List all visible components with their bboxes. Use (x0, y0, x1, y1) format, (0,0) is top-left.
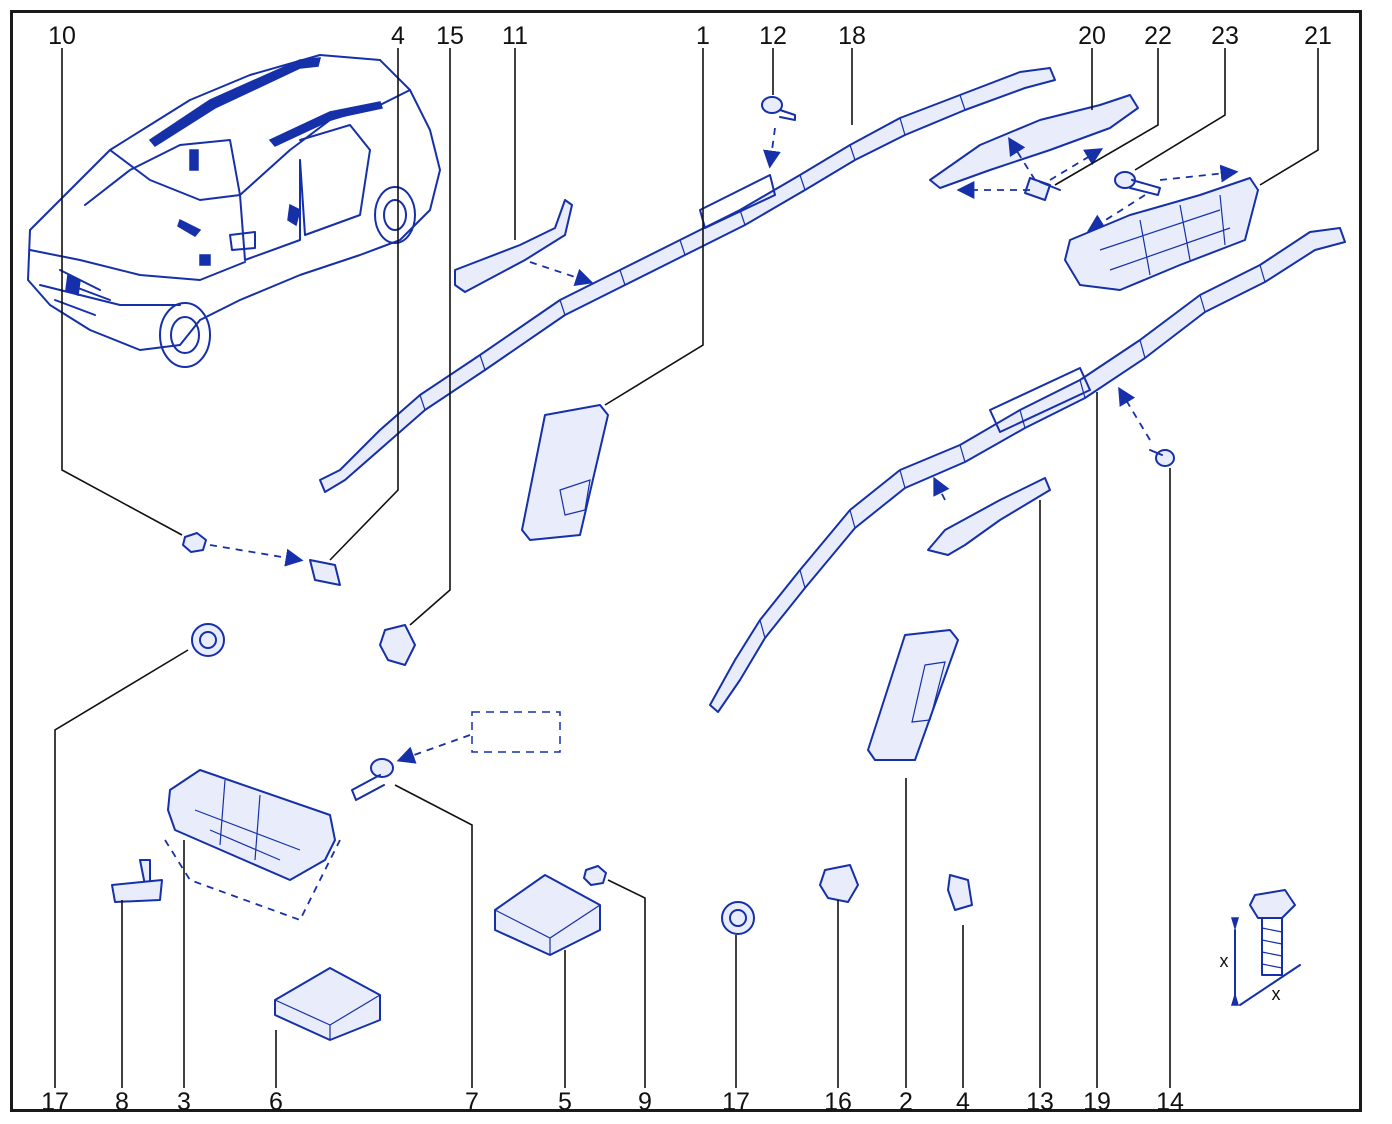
callout-17-right: 17 (722, 1088, 750, 1116)
bracket-13 (927, 477, 1051, 556)
callout-4-bottom: 4 (956, 1088, 970, 1116)
callout-19: 19 (1083, 1088, 1111, 1116)
bracket-11 (454, 199, 573, 293)
callout-9: 9 (638, 1088, 652, 1116)
callout-7: 7 (465, 1088, 479, 1116)
bolt-detail (1230, 889, 1301, 1006)
callout-11: 11 (502, 22, 528, 50)
callout-23: 23 (1211, 22, 1239, 50)
callout-14: 14 (1156, 1088, 1184, 1116)
callout-2: 2 (899, 1088, 913, 1116)
dimension-x-diagonal: x (1271, 984, 1281, 1004)
callout-5: 5 (558, 1088, 572, 1116)
sensor-4-bottom (947, 874, 973, 911)
callout-6: 6 (269, 1088, 283, 1116)
nut-9 (583, 865, 607, 886)
callout-4-top: 4 (391, 22, 405, 50)
passenger-airbag-3 (164, 769, 341, 922)
diagram-frame (10, 10, 1362, 1112)
callout-17-left: 17 (41, 1088, 69, 1116)
clip-17-bottom (721, 901, 755, 935)
callout-8: 8 (115, 1088, 129, 1116)
callout-16: 16 (824, 1088, 852, 1116)
callout-20: 20 (1078, 22, 1106, 50)
screw-14 (1149, 449, 1175, 467)
callout-10: 10 (48, 22, 76, 50)
leader-lines (54, 48, 1319, 1088)
sensor-4-top (309, 559, 341, 586)
callout-18: 18 (838, 22, 866, 50)
dimension-x-vertical: x (1219, 951, 1229, 971)
mounting-area-box (471, 711, 561, 753)
curtain-airbag-left (319, 67, 1056, 493)
vehicle-illustration (27, 54, 441, 368)
clip-17-top (191, 623, 225, 657)
side-airbag-1 (521, 404, 609, 541)
bracket-20 (929, 94, 1139, 189)
nut-10 (182, 532, 207, 553)
bolt-23 (1114, 171, 1161, 196)
callout-15: 15 (436, 22, 464, 50)
callout-21: 21 (1304, 22, 1332, 50)
callout-13: 13 (1026, 1088, 1054, 1116)
connector-15 (379, 624, 416, 666)
callout-12: 12 (759, 22, 787, 50)
callout-3: 3 (177, 1088, 191, 1116)
screw-12 (761, 96, 796, 121)
callout-22: 22 (1144, 22, 1172, 50)
airbag-ecu-6 (274, 967, 381, 1041)
callout-1: 1 (696, 22, 710, 50)
airbag-ecu-5 (494, 874, 601, 956)
bolt-22 (1024, 177, 1061, 201)
side-airbag-2 (867, 629, 959, 761)
screw-7 (351, 758, 394, 801)
curtain-airbag-right (709, 227, 1346, 713)
bracket-21 (1064, 177, 1259, 291)
connector-16 (819, 864, 859, 903)
clip-8 (111, 859, 163, 903)
